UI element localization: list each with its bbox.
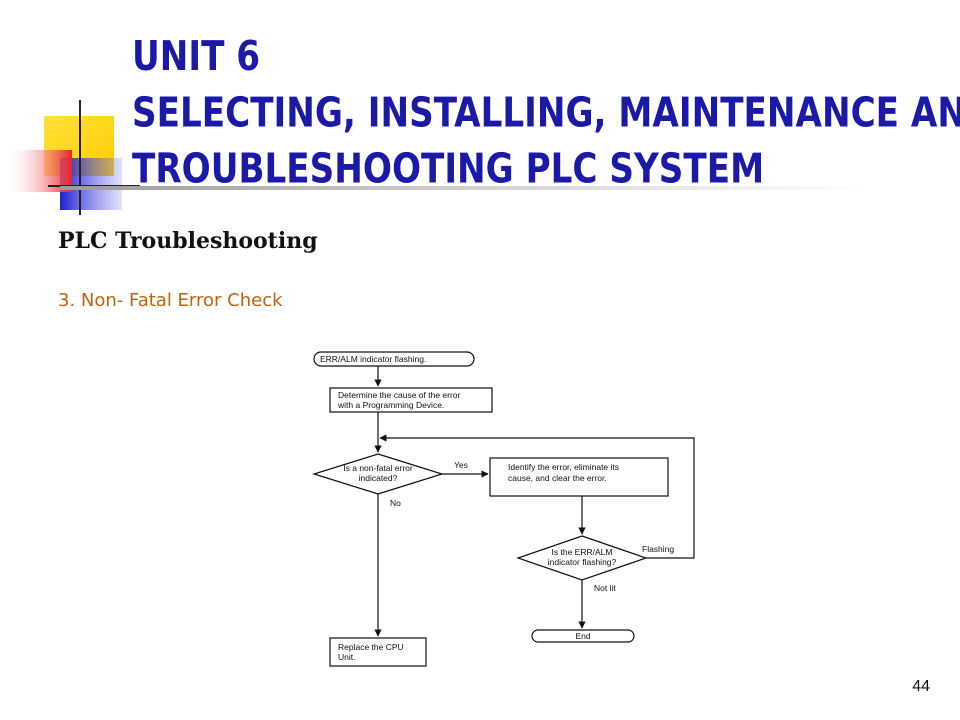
identify-box <box>489 457 669 497</box>
no-label: No <box>390 498 401 508</box>
determine-text-1: Determine the cause of the error <box>338 390 461 400</box>
start-terminator <box>313 351 475 367</box>
section-heading: 3. Non- Fatal Error Check <box>58 290 283 311</box>
replace-box <box>329 637 427 667</box>
replace-text-1: Replace the CPU <box>338 642 404 652</box>
end-text: End <box>575 631 590 641</box>
slide-subtitle: PLC Troubleshooting <box>58 228 318 254</box>
identify-text-2: cause, and clear the error. <box>508 473 607 483</box>
non-fatal-error-flowchart: ERR/ALM indicator flashing. Determine th… <box>311 351 695 667</box>
title-line-3: TROUBLESHOOTING PLC SYSTEM <box>132 144 765 193</box>
start-text: ERR/ALM indicator flashing. <box>320 354 426 364</box>
end-terminator <box>531 629 635 643</box>
identify-text-1: Identify the error, eliminate its <box>508 462 619 472</box>
decision2-text-1: Is the ERR/ALM <box>552 547 613 557</box>
page-number: 44 <box>912 678 930 695</box>
title-underline <box>60 186 870 190</box>
decision1-text-1: Is a non-fatal error <box>343 463 413 473</box>
title-line-1: UNIT 6 <box>132 32 261 80</box>
yes-label: Yes <box>454 460 468 470</box>
flashing-label: Flashing <box>642 544 674 554</box>
decision2-text-2: indicator flashing? <box>548 557 617 567</box>
replace-text-2: Unit. <box>338 652 355 662</box>
slide-title: UNIT 6 SELECTING, INSTALLING, MAINTENANC… <box>132 28 960 196</box>
notlit-label: Not lit <box>594 583 616 593</box>
determine-box <box>329 387 493 413</box>
determine-text-2: with a Programming Device. <box>337 400 444 410</box>
title-line-2: SELECTING, INSTALLING, MAINTENANCE AND <box>132 88 960 136</box>
decision1-text-2: indicated? <box>359 473 398 483</box>
